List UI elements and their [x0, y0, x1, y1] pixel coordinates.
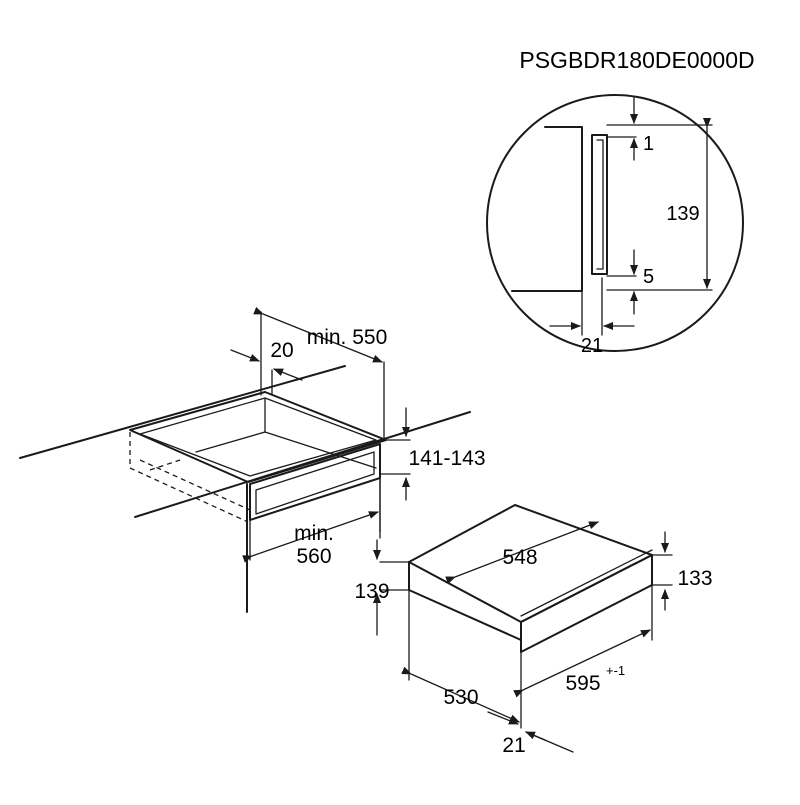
dim-line-560 [242, 511, 379, 563]
dim-label-body-height: 139 [354, 580, 389, 603]
dim-label-height-detail: 139 [666, 203, 699, 225]
dim-label-offset-detail: 21 [581, 335, 603, 357]
dim-line-548 [445, 521, 599, 584]
front-panel-inner [596, 139, 604, 270]
dim-arrow-21-right [525, 731, 546, 741]
front-panel-top-edge [520, 549, 653, 617]
niche-view: min. 550 20 141-143 min. 560 [19, 306, 486, 613]
dim-label-body-depth: 530 [443, 686, 478, 709]
niche-floor-left [195, 431, 266, 453]
dim-label-depth: min. 550 [307, 326, 388, 349]
dim-label-gap-top: 1 [643, 133, 654, 155]
dim-label-front-offset: 20 [270, 339, 293, 362]
dim-label-front-height: 133 [677, 567, 712, 590]
front-panel-profile [591, 134, 608, 275]
detail-view: 1 5 139 21 [486, 94, 744, 357]
niche-floor-edge [264, 431, 377, 469]
dim-label-width-line1: min. [294, 522, 334, 545]
niche-top-frame [129, 391, 387, 483]
dim-label-depth-top: 548 [502, 546, 537, 569]
dim-label-front-thickness: 21 [502, 734, 525, 757]
worktop-back-line [19, 365, 346, 459]
dim-label-width-tolerance: +-1 [606, 663, 625, 678]
hidden-line-3 [139, 459, 251, 511]
niche-top-inner [139, 397, 377, 477]
detail-circle [486, 94, 744, 352]
niche-wall-profile [511, 126, 583, 292]
hidden-line-2 [129, 467, 249, 523]
model-code: PSGBDR180DE0000D [519, 47, 754, 73]
dim-line-550 [253, 306, 383, 363]
appliance-front-panel [520, 554, 653, 653]
dim-label-width: 595 [565, 672, 600, 695]
dim-arrow-21-left [487, 711, 519, 725]
dim-label-width-line2: 560 [296, 545, 331, 568]
hidden-line-4 [149, 459, 181, 471]
dim-arrow-20-left [230, 349, 260, 362]
dim-line-530 [401, 666, 520, 723]
dim-arrow-20-right [273, 368, 303, 381]
dim-line-595 [513, 629, 651, 698]
niche-front-inner [255, 451, 375, 515]
dim-label-niche-height: 141-143 [408, 447, 485, 470]
appliance-view: 548 133 139 530 595 +-1 21 [354, 504, 713, 757]
niche-front-opening [249, 443, 381, 521]
dim-label-gap-bottom: 5 [643, 266, 654, 288]
